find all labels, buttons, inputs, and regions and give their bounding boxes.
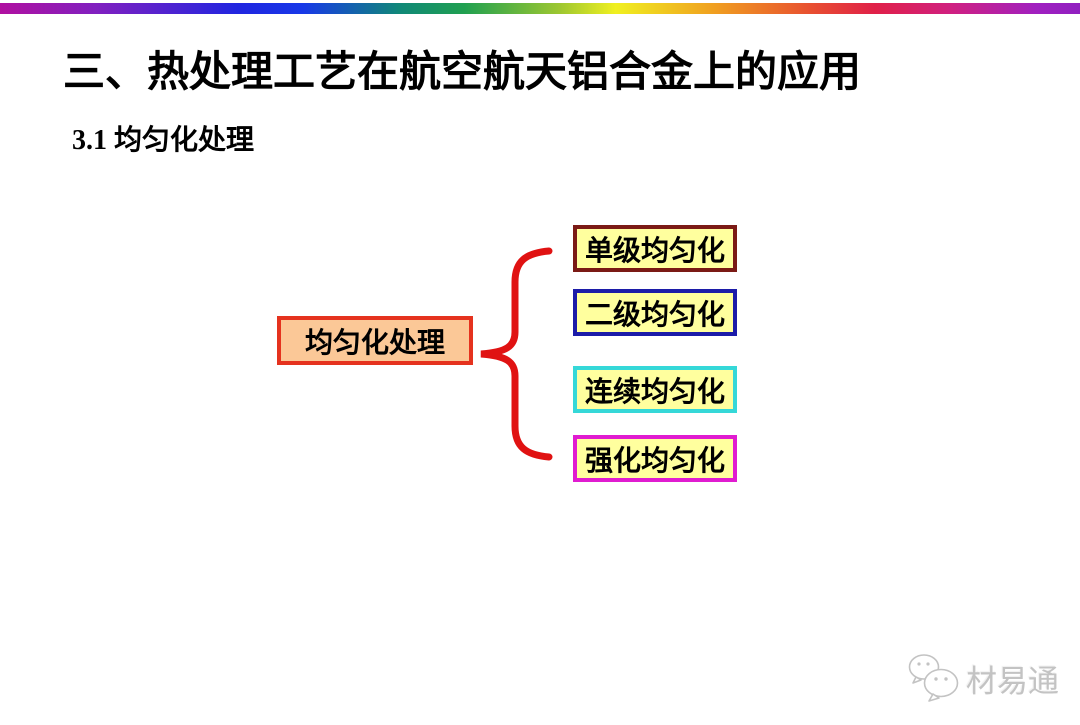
watermark-label: 材易通 xyxy=(966,663,1059,699)
slide-title: 三、热处理工艺在航空航天铝合金上的应用 xyxy=(63,50,862,96)
diagram-leaf-label: 强化均匀化 xyxy=(584,445,725,477)
brace-connector xyxy=(480,247,553,461)
diagram-root-box: 均匀化处理 xyxy=(277,316,473,365)
watermark: 材易通 xyxy=(906,652,1059,704)
brace-path xyxy=(480,247,553,461)
diagram-leaf-box-enhanced: 强化均匀化 xyxy=(573,435,737,482)
diagram-leaf-box-continuous: 连续均匀化 xyxy=(573,366,737,413)
diagram-leaf-label: 二级均匀化 xyxy=(584,299,725,331)
diagram-leaf-label: 单级均匀化 xyxy=(584,235,725,267)
wechat-chat-bubbles-icon xyxy=(908,654,959,702)
diagram-leaf-box-two-stage: 二级均匀化 xyxy=(573,289,737,336)
rainbow-divider-bar xyxy=(0,3,1080,14)
diagram-leaf-box-single-stage: 单级均匀化 xyxy=(573,225,737,272)
section-subtitle: 3.1 均匀化处理 xyxy=(72,125,255,156)
diagram-leaf-label: 连续均匀化 xyxy=(584,376,725,408)
diagram-root-label: 均匀化处理 xyxy=(304,327,445,359)
